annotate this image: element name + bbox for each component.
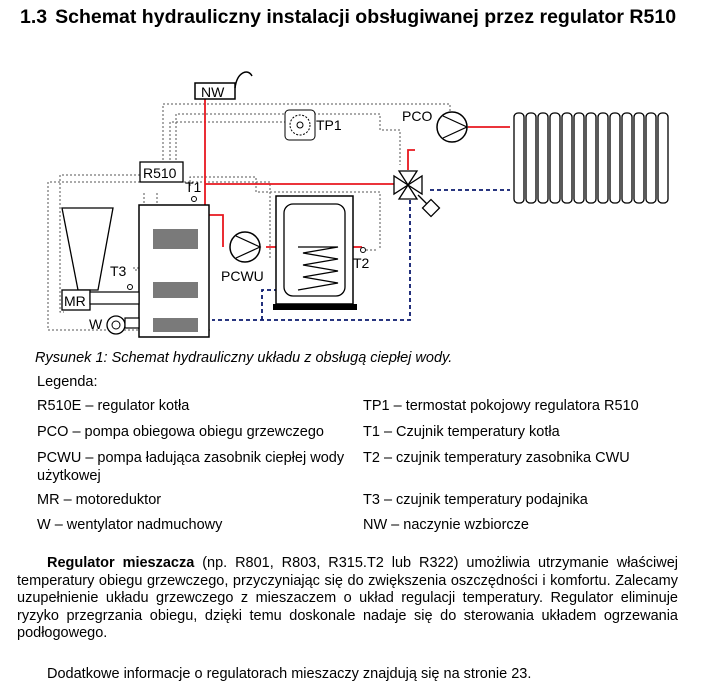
legend-item: MR – motoreduktor: [37, 492, 162, 508]
radiator-fin: [525, 112, 537, 204]
expansion-vessel: [194, 82, 236, 100]
mixing-valve-icon: [393, 170, 441, 218]
legend-item: W – wentylator nadmuchowy: [37, 517, 223, 533]
radiator-fin: [537, 112, 549, 204]
radiator-fin: [573, 112, 585, 204]
section-number: 1.3: [20, 6, 48, 28]
room-thermostat-icon: [284, 109, 316, 141]
boiler-icon: [138, 204, 210, 338]
legend-item: T2 – czujnik temperatury zasobnika CWU: [363, 450, 630, 466]
w-label: W: [89, 316, 103, 332]
t3-sensor-icon: [127, 284, 133, 290]
radiator-fin: [621, 112, 633, 204]
hydraulic-diagram: NW TP1 PCO R510 T1 MR T3 W: [47, 71, 669, 338]
feeder-tube: [89, 291, 140, 305]
pcwu-label: PCWU: [221, 268, 264, 284]
fan-icon: [106, 315, 140, 335]
t2-label: T2: [353, 255, 370, 271]
tp1-label: TP1: [316, 117, 342, 133]
t2-sensor-icon: [360, 247, 366, 253]
r510-label: R510: [143, 165, 177, 181]
t1-label: T1: [185, 179, 202, 195]
legend-item: PCWU – pompa ładująca zasobnik ciepłej w…: [37, 450, 345, 484]
radiator-fin: [513, 112, 525, 204]
radiator-fin: [633, 112, 645, 204]
legend-item: PCO – pompa obiegowa obiegu grzewczego: [37, 424, 324, 440]
legend-item: TP1 – termostat pokojowy regulatora R510: [363, 398, 639, 414]
mr-label: MR: [64, 293, 86, 309]
legend-item: T3 – czujnik temperatury podajnika: [363, 492, 588, 508]
pco-pump-icon: [436, 111, 469, 143]
r510-controller: [139, 161, 184, 183]
pcwu-pump-icon: [229, 231, 262, 263]
paragraph-more-info: Dodatkowe informacje o regulatorach mies…: [47, 666, 532, 682]
paragraph-body: (np. R801, R803, R315.T2 lub R322) umożl…: [17, 555, 678, 642]
radiator-fin: [645, 112, 657, 204]
radiator-fin: [597, 112, 609, 204]
section-heading: 1.3 Schemat hydrauliczny instalacji obsłu…: [20, 6, 690, 29]
vent-pipe: [234, 71, 253, 89]
radiator-fin: [657, 112, 669, 204]
paragraph-lead: Regulator mieszacza: [47, 555, 195, 571]
radiator-fin: [561, 112, 573, 204]
t3-label: T3: [110, 263, 127, 279]
t1-sensor-icon: [191, 196, 197, 202]
nw-label: NW: [201, 84, 225, 100]
figure-caption: Rysunek 1: Schemat hydrauliczny układu z…: [35, 350, 453, 366]
pco-label: PCO: [402, 108, 432, 124]
water-tank-icon: [273, 195, 357, 310]
legend-title: Legenda:: [37, 374, 98, 390]
section-title: Schemat hydrauliczny instalacji obsługiw…: [55, 6, 677, 28]
legend-item: T1 – Czujnik temperatury kotła: [363, 424, 560, 440]
radiator-fin: [609, 112, 621, 204]
legend-item: R510E – regulator kotła: [37, 398, 190, 414]
legend-item: NW – naczynie wzbiorcze: [363, 517, 529, 533]
radiator-fin: [549, 112, 561, 204]
paragraph-mixer: Regulator mieszacza (np. R801, R803, R31…: [17, 555, 678, 643]
fuel-hopper-icon: [61, 207, 114, 291]
radiator-fin: [585, 112, 597, 204]
radiator-icon: [513, 112, 669, 204]
